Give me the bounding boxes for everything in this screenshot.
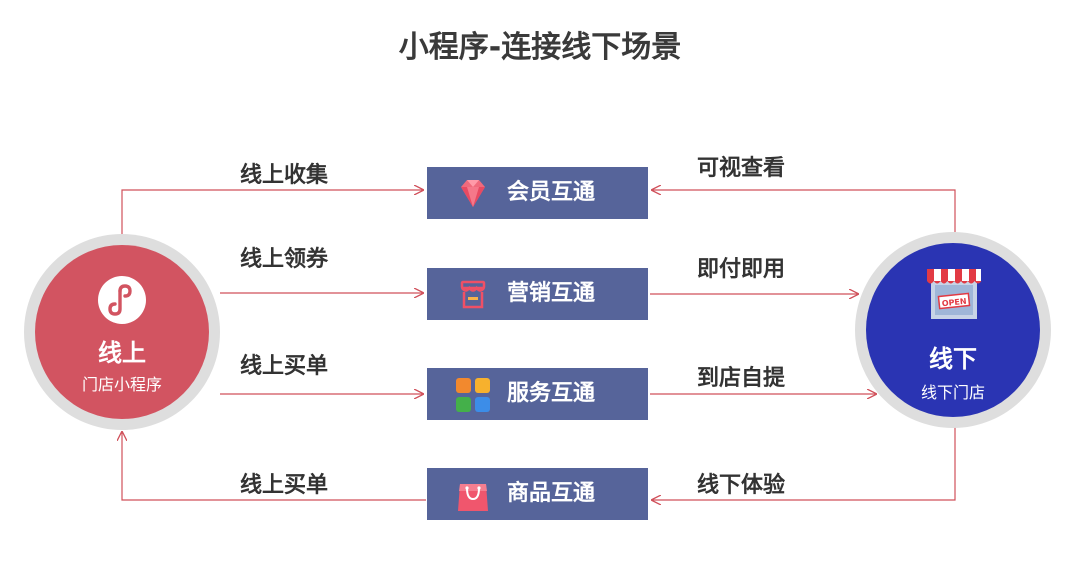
box-goods: 商品互通: [427, 468, 648, 520]
box-marketing: 营销互通: [427, 268, 648, 320]
diagram-title: 小程序-连接线下场景: [398, 30, 682, 65]
box-service: 服务互通: [427, 368, 648, 420]
arrow-left-to-member: [121, 190, 423, 234]
label-visual-view: 可视查看: [697, 156, 786, 181]
diamond-icon: [461, 180, 485, 207]
shopping-bag-icon: [458, 484, 488, 511]
shop-awning-icon: [460, 280, 486, 309]
open-store-icon: OPEN: [927, 269, 982, 319]
label-store-pickup: 到店自提: [697, 366, 786, 391]
label-online-pay: 线上买单: [240, 354, 329, 379]
label-online-coupon: 线上领券: [240, 247, 329, 272]
online-node-title: 线上: [98, 339, 146, 367]
online-node-subtitle: 门店小程序: [81, 375, 162, 394]
offline-node-subtitle: 线下门店: [920, 383, 985, 402]
app-grid-icon: [456, 378, 490, 412]
arrow-right-to-goods: [652, 422, 956, 500]
offline-node-title: 线下: [929, 345, 977, 373]
label-offline-experience: 线下体验: [697, 473, 786, 498]
box-goods-label: 商品互通: [507, 481, 596, 506]
arrow-right-to-member: [652, 190, 956, 232]
online-node: 线上 门店小程序: [35, 245, 209, 419]
box-member-label: 会员互通: [507, 180, 596, 205]
box-member: 会员互通: [427, 167, 648, 219]
label-online-pay-2: 线上买单: [240, 473, 329, 498]
box-service-label: 服务互通: [507, 381, 596, 406]
offline-node: OPEN 线下 线下门店: [866, 243, 1040, 417]
label-online-collect: 线上收集: [240, 163, 329, 188]
box-marketing-label: 营销互通: [507, 281, 596, 306]
svg-text:OPEN: OPEN: [941, 297, 967, 309]
label-pay-use: 即付即用: [697, 257, 786, 282]
mini-program-icon: [98, 276, 146, 324]
arrow-goods-to-left: [122, 432, 426, 501]
